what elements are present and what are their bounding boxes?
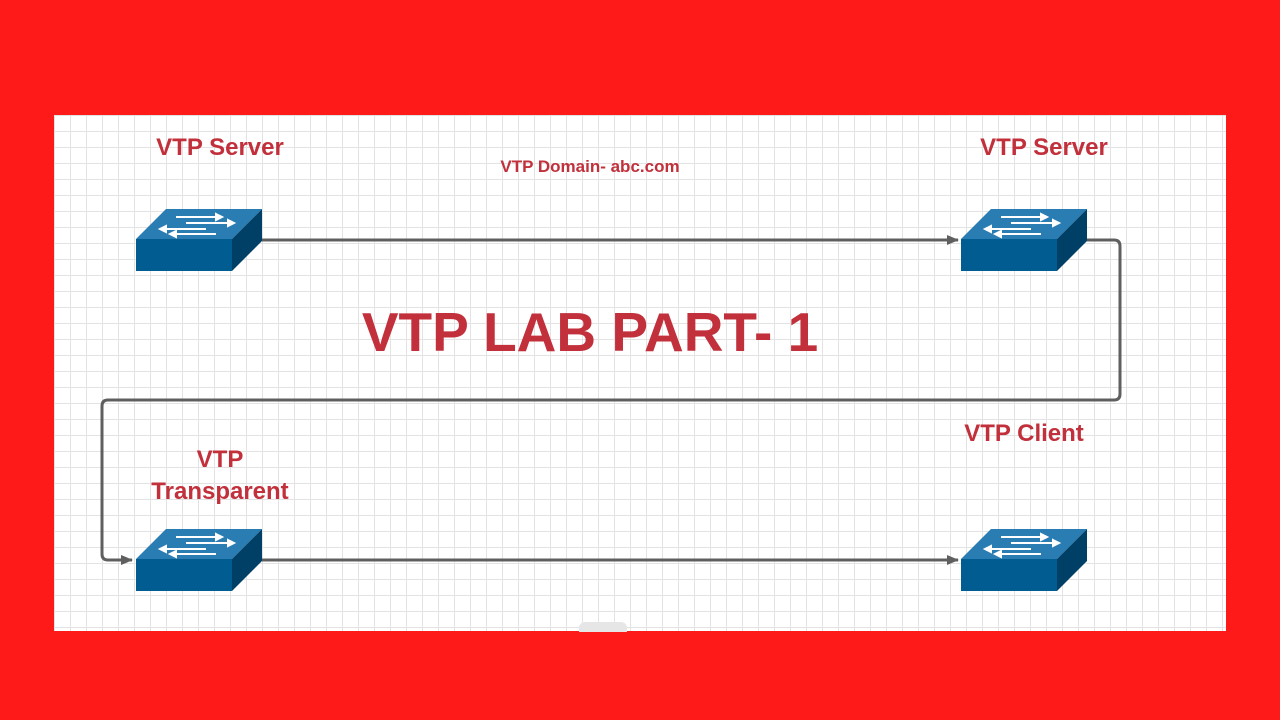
node-label-server-left: VTP Server (156, 134, 284, 161)
switch-server-left (136, 209, 262, 271)
switch-icon (136, 209, 262, 271)
node-label-transparent-line1: VTP (196, 446, 244, 473)
canvas-scroll-handle[interactable] (579, 622, 627, 632)
switch-server-right (961, 209, 1087, 271)
switch-client (961, 529, 1087, 591)
node-label-transparent-line2: Transparent (151, 478, 289, 505)
switch-icon (136, 529, 262, 591)
node-label-server-right: VTP Server (980, 134, 1108, 161)
node-label-client: VTP Client (964, 420, 1084, 447)
diagram-title: VTP LAB PART- 1 (361, 301, 819, 363)
switch-transparent (136, 529, 262, 591)
domain-label: VTP Domain- abc.com (500, 157, 680, 176)
switch-icon (961, 209, 1087, 271)
node-label-transparent: VTP Transparent (130, 444, 310, 508)
switch-icon (961, 529, 1087, 591)
